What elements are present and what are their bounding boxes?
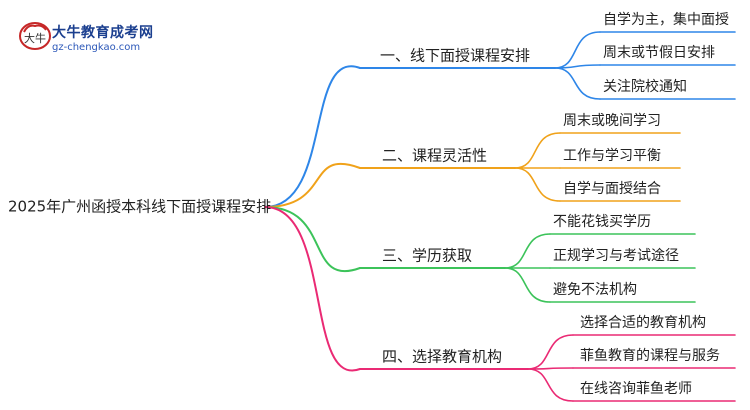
leaf-node: 菲鱼教育的课程与服务: [580, 348, 720, 364]
branch-connector: [264, 162, 361, 208]
leaf-connector: [514, 167, 561, 202]
logo-mark-icon: 大牛: [19, 22, 51, 50]
leaf-node: 自学为主，集中面授: [603, 12, 729, 28]
root-node: 2025年广州函授本科线下面授课程安排: [8, 197, 272, 216]
leaf-node: 选择合适的教育机构: [580, 315, 706, 331]
logo-url: gz-chengkao.com: [52, 42, 141, 53]
leaf-node: 工作与学习平衡: [563, 148, 661, 164]
branch-connector: [264, 206, 361, 372]
leaf-node: 周末或晚间学习: [563, 113, 661, 129]
leaf-connector: [504, 233, 551, 269]
leaf-node: 关注院校通知: [603, 79, 687, 95]
leaf-connector: [554, 67, 601, 100]
leaf-node: 自学与面授结合: [563, 181, 661, 197]
leaf-connector: [527, 334, 574, 370]
branch-connector: [264, 65, 361, 208]
leaf-node: 在线咨询菲鱼老师: [580, 381, 692, 397]
leaf-node: 正规学习与考试途径: [553, 248, 679, 264]
svg-text:大牛: 大牛: [24, 31, 46, 45]
branch-node: 二、课程灵活性: [382, 146, 488, 165]
site-logo[interactable]: 大牛 大牛教育成考网 gz-chengkao.com: [18, 16, 198, 60]
branch-node: 三、学历获取: [382, 246, 473, 265]
branch-node: 四、选择教育机构: [382, 347, 503, 366]
leaf-connector: [527, 368, 574, 402]
branch-connector: [264, 206, 361, 273]
leaf-connector: [554, 31, 601, 69]
leaf-node: 不能花钱买学历: [553, 214, 651, 230]
logo-title: 大牛教育成考网: [52, 25, 154, 41]
leaf-node: 周末或节假日安排: [603, 45, 715, 61]
leaf-node: 避免不法机构: [553, 282, 637, 298]
leaf-connector: [514, 132, 561, 169]
leaf-connector: [504, 267, 551, 303]
branch-node: 一、线下面授课程安排: [380, 46, 531, 65]
